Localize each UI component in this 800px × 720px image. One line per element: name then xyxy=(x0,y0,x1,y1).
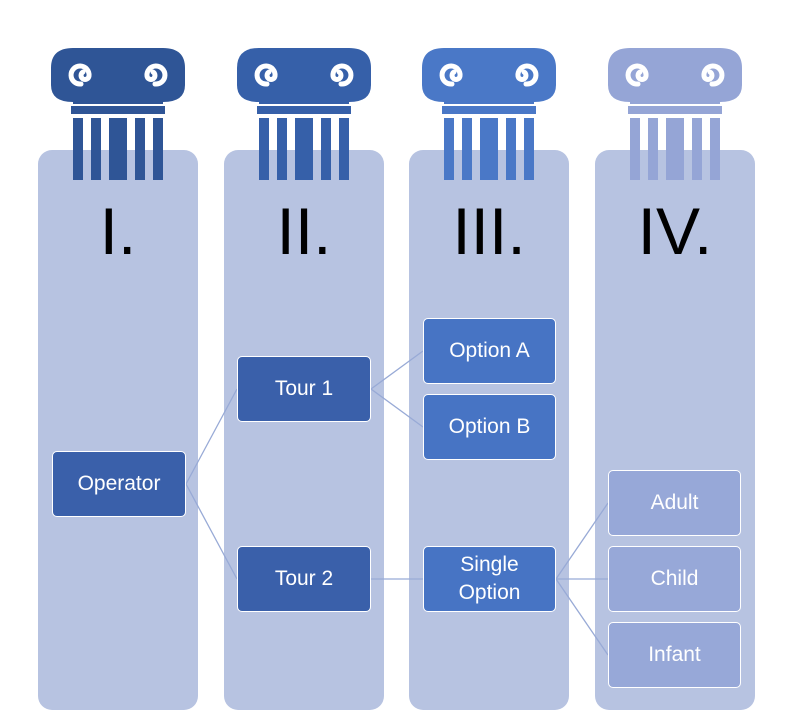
connector-single-option-infant xyxy=(555,578,609,656)
node-tour-2[interactable]: Tour 2 xyxy=(237,546,371,612)
pillar-capital-icon-3 xyxy=(422,48,556,180)
connector-tour-1-option-a xyxy=(370,350,424,390)
connector-operator-tour-1 xyxy=(185,388,238,485)
pillar-capital-icon-4 xyxy=(608,48,742,180)
node-option-b[interactable]: Option B xyxy=(423,394,556,460)
column-4 xyxy=(595,150,755,710)
column-numeral-3: III. xyxy=(452,194,526,268)
node-adult[interactable]: Adult xyxy=(608,470,741,536)
pillar-capital-icon-2 xyxy=(237,48,371,180)
column-numeral-1: I. xyxy=(99,194,137,268)
column-1 xyxy=(38,150,198,710)
node-tour-1[interactable]: Tour 1 xyxy=(237,356,371,422)
column-numeral-4: IV. xyxy=(637,194,713,268)
column-2 xyxy=(224,150,384,710)
node-infant[interactable]: Infant xyxy=(608,622,741,688)
connector-single-option-adult xyxy=(555,502,609,580)
connector-operator-tour-2 xyxy=(185,483,238,580)
connector-tour-1-option-b xyxy=(370,388,424,428)
pillar-capital-icon-1 xyxy=(51,48,185,180)
node-operator[interactable]: Operator xyxy=(52,451,186,517)
column-numeral-2: II. xyxy=(276,194,332,268)
node-option-a[interactable]: Option A xyxy=(423,318,556,384)
node-child[interactable]: Child xyxy=(608,546,741,612)
node-single-option[interactable]: Single Option xyxy=(423,546,556,612)
